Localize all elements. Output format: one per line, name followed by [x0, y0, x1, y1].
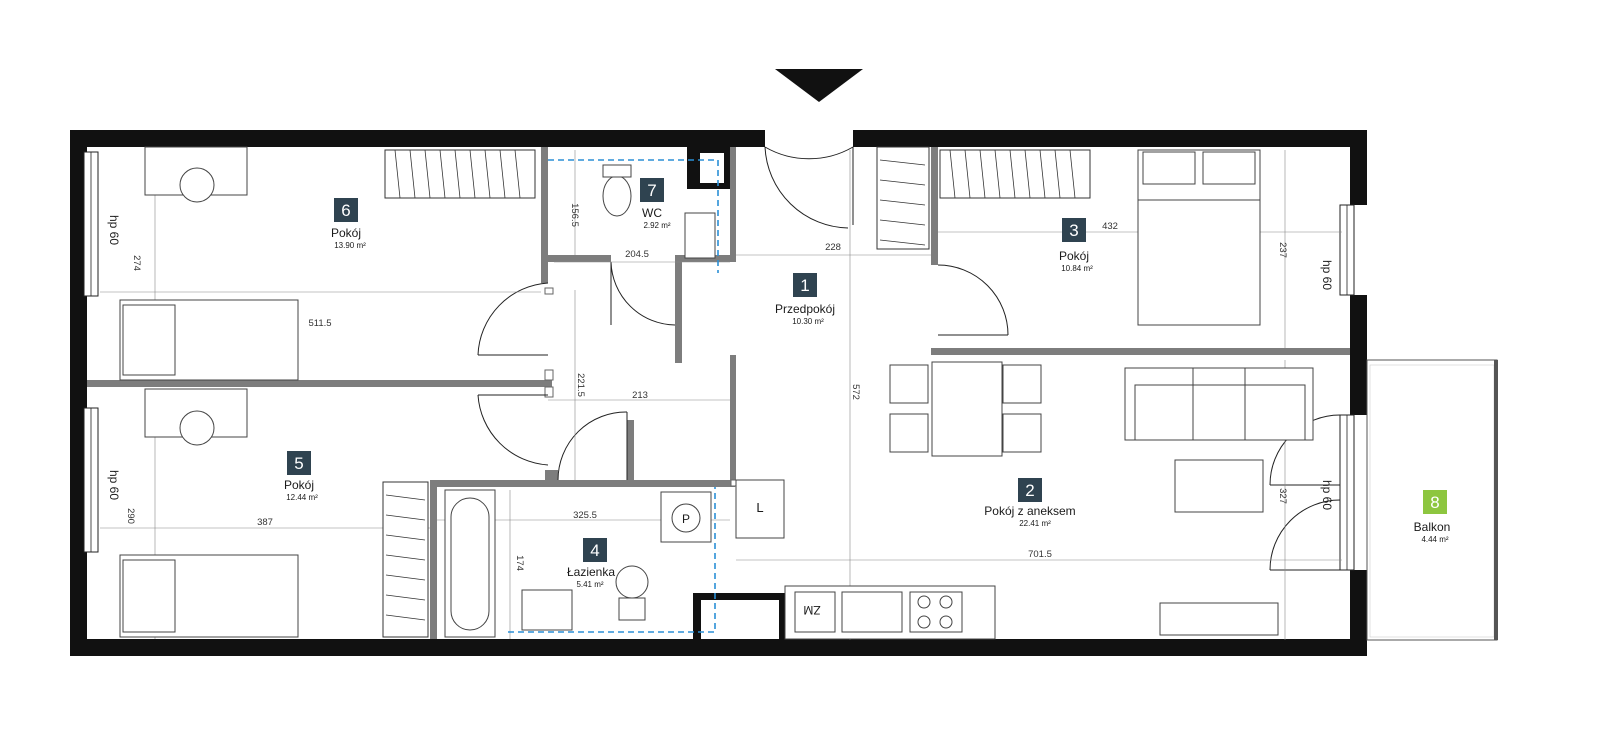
room-area-2: 22.41 m² [1019, 519, 1051, 528]
room-name-7: WC [642, 206, 662, 220]
doors [477, 146, 1341, 571]
room-badge-4 [583, 538, 607, 562]
room-name-6: Pokój [331, 226, 361, 240]
dim-213: 213 [632, 390, 648, 401]
fridge-label: ZM [803, 603, 820, 617]
room-name-3: Pokój [1059, 249, 1089, 263]
window-label-room6: hp 60 [107, 215, 121, 245]
room-badge-7 [640, 178, 664, 202]
dim-156-5: 156.5 [569, 203, 580, 227]
dim-204-5: 204.5 [625, 249, 649, 260]
room-area-5: 12.44 m² [286, 493, 318, 502]
room-area-7: 2.92 m² [643, 221, 670, 230]
dim-274: 274 [131, 255, 142, 271]
wardrobes [382, 146, 1091, 638]
room-number-4: 4 [590, 541, 599, 560]
room-area-4: 5.41 m² [576, 580, 603, 589]
room-area-1: 10.30 m² [792, 317, 824, 326]
room-badge-2 [1018, 478, 1042, 502]
room-number-3: 3 [1069, 221, 1078, 240]
wardrobe-label: L [756, 500, 763, 515]
room-number-5: 5 [294, 454, 303, 473]
dim-290: 290 [125, 508, 136, 524]
dim-572: 572 [850, 384, 861, 400]
room-area-8: 4.44 m² [1421, 535, 1448, 544]
boiler-label: P [682, 512, 690, 526]
room-name-2: Pokój z aneksem [984, 504, 1075, 518]
room-number-2: 2 [1025, 481, 1034, 500]
dim-387: 387 [257, 517, 273, 528]
entrance-arrow-icon [775, 69, 863, 102]
dim-221-5: 221.5 [575, 373, 586, 397]
room-number-7: 7 [647, 181, 656, 200]
room-number-1: 1 [800, 276, 809, 295]
windows [83, 151, 1355, 571]
dim-228: 228 [825, 242, 841, 253]
room-number-6: 6 [341, 201, 350, 220]
furniture [119, 146, 1314, 640]
room-name-1: Przedpokój [775, 302, 835, 316]
dim-237: 237 [1277, 242, 1288, 258]
dim-432: 432 [1102, 221, 1118, 232]
room-area-6: 13.90 m² [334, 241, 366, 250]
room-name-5: Pokój [284, 478, 314, 492]
dim-701-5: 701.5 [1028, 549, 1052, 560]
room-number-8: 8 [1430, 493, 1439, 512]
window-label-room2: hp 60 [1320, 480, 1334, 510]
room-badge-8 [1423, 490, 1447, 514]
dim-174: 174 [514, 555, 525, 571]
window-label-room5: hp 60 [107, 470, 121, 500]
room-badge-1 [793, 273, 817, 297]
wc-dashed-zone [508, 159, 719, 633]
dim-325-5: 325.5 [573, 510, 597, 521]
room-area-3: 10.84 m² [1061, 264, 1093, 273]
dim-511-5: 511.5 [308, 318, 331, 329]
room-name-8: Balkon [1414, 520, 1451, 534]
room-badge-5 [287, 451, 311, 475]
room-badge-6 [334, 198, 358, 222]
room-badge-3 [1062, 218, 1086, 242]
room-name-4: Łazienka [567, 565, 615, 579]
exterior-walls [70, 130, 1367, 656]
dim-327: 327 [1277, 488, 1288, 504]
window-label-room3: hp 60 [1320, 260, 1334, 290]
